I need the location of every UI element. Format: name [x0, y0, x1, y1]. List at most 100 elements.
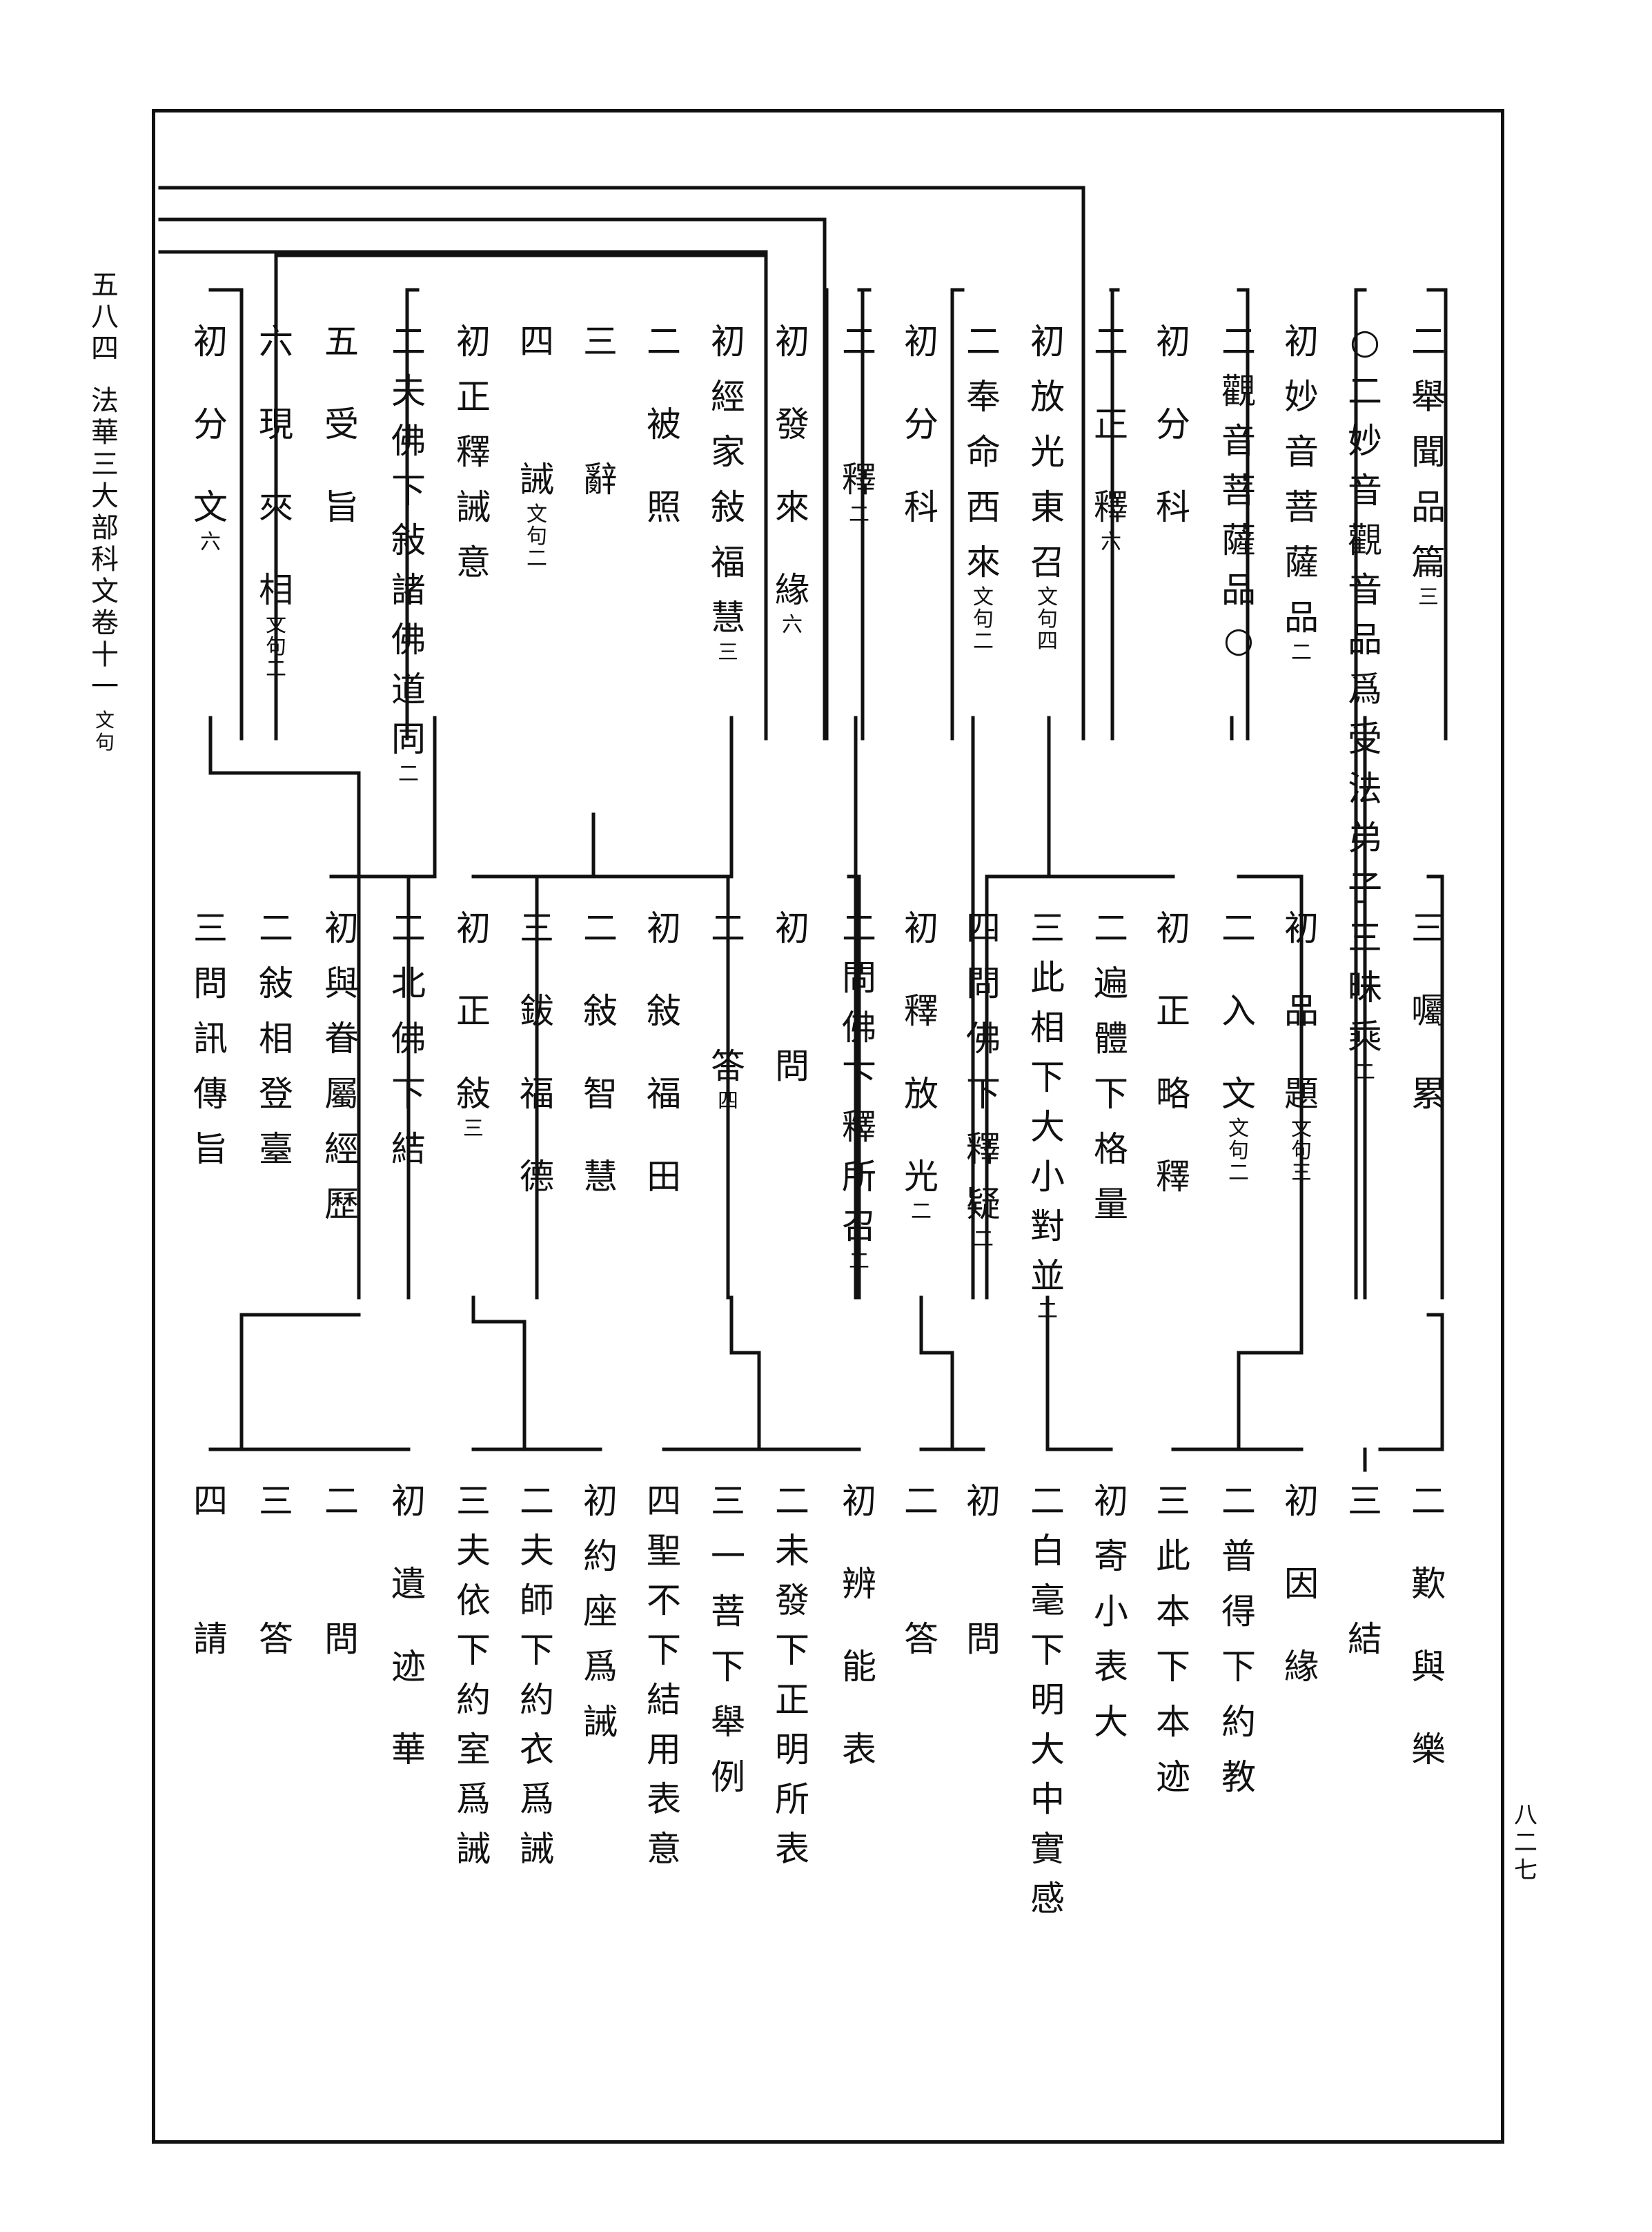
entry-character: 正	[456, 377, 491, 417]
entry-character: 下	[1030, 1057, 1065, 1097]
entry-character: 意	[647, 1829, 681, 1869]
outline-entry: 初辨能表	[840, 1484, 878, 1767]
outline-entry: 三一菩下舉例	[709, 1484, 747, 1794]
outline-entry: 三鈸福德	[518, 911, 556, 1194]
entry-character: 釋	[842, 1107, 876, 1147]
outline-entry: 三問訊傳旨	[191, 911, 230, 1166]
outline-entry: 二遍體下格量	[1092, 911, 1130, 1222]
outline-entry: 三此本下本迹	[1154, 1484, 1192, 1794]
entry-character: 下	[647, 1630, 681, 1670]
entry-character: 正	[1156, 991, 1190, 1031]
entry-note: 三	[463, 1117, 484, 1141]
entry-character: 問	[966, 963, 1001, 1004]
entry-character: 聖	[647, 1531, 681, 1571]
entry-character: 爲	[583, 1647, 618, 1687]
outline-entry: 二答	[902, 1484, 941, 1656]
entry-character: 智	[583, 1074, 618, 1114]
entry-character: 表	[1094, 1647, 1128, 1687]
entry-character: 慧	[583, 1157, 618, 1197]
entry-character: 二	[711, 908, 745, 948]
entry-character: 釋	[456, 432, 491, 472]
entry-character: 二	[775, 1481, 809, 1521]
entry-character: 結	[647, 1680, 681, 1720]
entry-character: 初	[1156, 908, 1190, 948]
entry-character: 音	[1221, 421, 1256, 461]
entry-character: 受	[324, 404, 359, 444]
entry-character: 下	[1156, 1647, 1190, 1687]
entry-character: 品	[1411, 487, 1446, 527]
outline-entry: 三結	[1346, 1484, 1384, 1656]
outline-entry: 初約座爲誡	[581, 1484, 620, 1739]
entry-character: 華	[391, 1730, 426, 1770]
entry-note: 二	[398, 762, 419, 786]
entry-character: 聞	[1411, 432, 1446, 472]
entry-character: 下	[1221, 1647, 1256, 1687]
outline-entry: 初因緣	[1282, 1484, 1321, 1684]
entry-character: 妙	[1284, 377, 1319, 417]
outline-entry: 初放光東召文句四	[1028, 324, 1067, 653]
entry-character: 意	[456, 542, 491, 583]
entry-character: 命	[966, 432, 1001, 472]
entry-character: 中	[1030, 1779, 1065, 1819]
outline-entry: 三答	[257, 1484, 295, 1656]
outline-entry: 初正釋誡意	[454, 324, 493, 580]
entry-character: 敍	[456, 1074, 491, 1114]
entry-character: 二	[1411, 322, 1446, 362]
outline-entry: 三辭	[581, 324, 620, 497]
entry-character: 來	[966, 542, 1001, 583]
entry-character: 妙	[1348, 421, 1382, 461]
entry-character: 初	[711, 322, 745, 362]
entry-character: 大	[1030, 1107, 1065, 1147]
entry-character: 三	[711, 1481, 745, 1521]
entry-character: 篇	[1411, 542, 1446, 583]
entry-character: 三	[520, 908, 554, 948]
entry-character: 被	[647, 404, 681, 444]
outline-entry: 三夫依下約室爲誡	[454, 1484, 493, 1866]
entry-character: 菩	[711, 1592, 745, 1632]
outline-entry: 二北佛下結	[389, 911, 428, 1166]
entry-character: 召	[842, 1206, 876, 1246]
outline-entry: 二入文文句二	[1219, 911, 1258, 1184]
entry-character: 敍	[647, 991, 681, 1031]
entry-character: 初	[456, 322, 491, 362]
margin-book-title: 法華三大部科文卷十一	[91, 385, 119, 703]
entry-character: 結	[391, 1129, 426, 1169]
outline-entry: 二白毫下明大中實感	[1028, 1484, 1067, 1916]
entry-character: 大	[1030, 1730, 1065, 1770]
entry-character: 辭	[583, 460, 618, 500]
entry-character: 爲	[1348, 669, 1382, 709]
entry-character: 一	[711, 1536, 745, 1576]
outline-entry: 初品題文句三	[1282, 911, 1321, 1184]
entry-character: 初	[904, 322, 938, 362]
entry-character: 發	[775, 404, 809, 444]
entry-character: 四	[520, 322, 554, 362]
entry-character: 約	[520, 1680, 554, 1720]
entry-character: 二	[1348, 371, 1382, 411]
entry-character: 衣	[520, 1730, 554, 1770]
entry-character: 佛	[966, 1019, 1001, 1059]
entry-character: 問	[324, 1619, 359, 1659]
entry-character: 累	[1411, 1074, 1446, 1114]
entry-character: 初	[775, 322, 809, 362]
entry-character: 登	[259, 1074, 293, 1114]
outline-entry: 初妙音菩薩品二	[1282, 324, 1321, 664]
entry-character: 諸	[391, 570, 426, 610]
outline-entry: 四問佛下釋疑二	[964, 911, 1003, 1251]
entry-character: 初	[647, 908, 681, 948]
outline-entry: 二未發下正明所表	[773, 1484, 812, 1866]
outline-entry: 初敍福田	[645, 911, 683, 1194]
page-frame	[152, 109, 1504, 2144]
entry-note: 文句四	[1037, 585, 1058, 654]
entry-character: 相	[259, 1019, 293, 1059]
entry-character: 二	[1030, 1481, 1065, 1521]
margin-volume-number: 五八四	[91, 269, 119, 364]
entry-character: 薩	[1221, 520, 1256, 560]
entry-character: 舉	[711, 1702, 745, 1742]
entry-character: 實	[1030, 1829, 1065, 1869]
entry-character: 約	[583, 1536, 618, 1576]
entry-character: 問	[775, 1046, 809, 1086]
entry-character: 子	[1348, 868, 1382, 908]
entry-character: 依	[456, 1580, 491, 1621]
entry-character: 初	[1030, 322, 1065, 362]
entry-character: 二	[966, 322, 1001, 362]
